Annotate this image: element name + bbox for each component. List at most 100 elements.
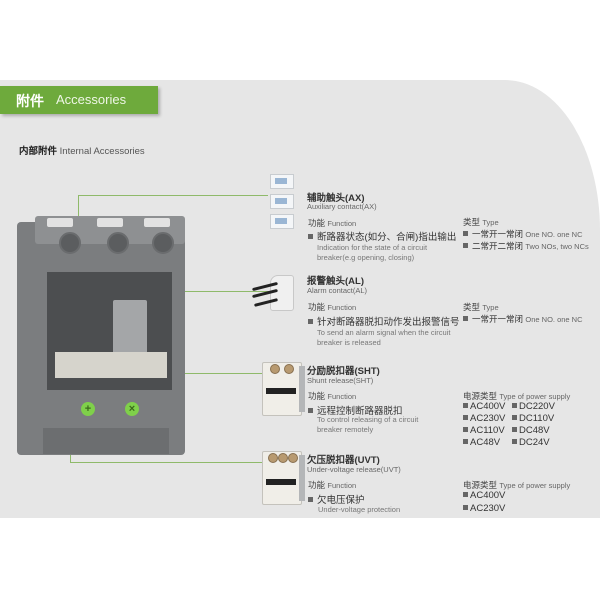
breaker-plate xyxy=(55,352,167,378)
terminal-3 xyxy=(144,218,170,227)
type-label-zh: 类型 xyxy=(463,217,481,227)
al-description: To send an alarm signal when the circuit… xyxy=(317,328,451,347)
alarm-contact-image xyxy=(252,275,300,315)
al-type-label: 类型 Type xyxy=(463,301,499,313)
supply-label-zh: 电源类型 xyxy=(463,391,498,401)
supply-label-en: Type of power supply xyxy=(499,481,571,490)
section-subtitle: 内部附件 Internal Accessories xyxy=(19,143,145,157)
function-label-en: Function xyxy=(327,392,357,401)
uvt-function-label: 功能 Function xyxy=(308,479,356,491)
ax-bullet: 断路器状态(如分、合闸)指出输出 xyxy=(308,229,456,243)
sht-side xyxy=(299,366,305,412)
sht-voltage-dc-4: DC24V xyxy=(512,437,550,448)
type-en: One NO. one NC xyxy=(525,315,583,324)
terminal-hole-2 xyxy=(107,232,129,254)
uvt-knob xyxy=(268,453,278,463)
bullet-square-icon xyxy=(463,403,468,408)
circuit-breaker-image: + × xyxy=(17,216,185,455)
bullet-square-icon xyxy=(463,439,468,444)
bullet-square-icon xyxy=(463,505,468,510)
breaker-handle xyxy=(113,300,147,362)
ax-function-label: 功能 Function xyxy=(308,217,356,229)
uvt-voltage-ac-2: AC230V xyxy=(463,503,505,514)
uvt-label xyxy=(266,479,296,485)
banner-title-zh: 附件 xyxy=(16,93,44,109)
uvt-name-zh: 欠压脱扣器(UVT) xyxy=(307,455,380,466)
banner-title-en: Accessories xyxy=(56,92,127,107)
type-zh: 二常开二常闭 xyxy=(472,241,524,251)
uvt-description: Under-voltage protection xyxy=(318,505,401,514)
function-label-en: Function xyxy=(327,303,357,312)
type-label-en: Type xyxy=(482,218,499,227)
bullet-square-icon xyxy=(308,497,313,502)
section-banner: 附件 Accessories xyxy=(0,86,158,114)
type-en: Two NOs, two NCs xyxy=(525,242,589,251)
sht-bullet-text: 远程控制断路器脱扣 xyxy=(317,406,403,417)
uvt-name-en: Under-voltage release(UVT) xyxy=(307,465,401,474)
al-bullet: 针对断路器脱扣动作发出报警信号 xyxy=(308,314,460,328)
al-bullet-text: 针对断路器脱扣动作发出报警信号 xyxy=(317,317,460,328)
function-label-en: Function xyxy=(327,219,357,228)
uvt-bullet-text: 欠电压保护 xyxy=(317,495,365,506)
voltage-value: AC110V xyxy=(470,425,505,436)
subtitle-zh: 内部附件 xyxy=(19,146,58,157)
al-function-label: 功能 Function xyxy=(308,301,356,313)
function-label-en: Function xyxy=(327,481,357,490)
type-zh: 一常开一常闭 xyxy=(472,314,524,324)
ax-name-en: Auxiliary contact(AX) xyxy=(307,202,377,211)
function-label-zh: 功能 xyxy=(308,391,326,401)
ax-module xyxy=(270,194,294,209)
function-label-zh: 功能 xyxy=(308,218,326,228)
sht-description: To control releasing of a circuit breake… xyxy=(317,415,419,434)
voltage-value: DC110V xyxy=(519,413,555,424)
undervoltage-release-image xyxy=(262,447,308,509)
sht-voltage-ac-3: AC110V xyxy=(463,425,505,436)
ax-name-zh: 辅助触头(AX) xyxy=(307,193,365,204)
ax-type-label: 类型 Type xyxy=(463,216,499,228)
sht-function-label: 功能 Function xyxy=(308,390,356,402)
sht-label xyxy=(266,388,296,394)
connector-line-ax xyxy=(78,195,268,196)
voltage-value: AC400V xyxy=(470,490,506,501)
ax-module xyxy=(270,174,294,189)
terminal-1 xyxy=(47,218,73,227)
voltage-value: DC24V xyxy=(519,437,550,448)
uvt-knob xyxy=(288,453,298,463)
bullet-square-icon xyxy=(463,231,468,236)
bullet-square-icon xyxy=(463,492,468,497)
subtitle-en: Internal Accessories xyxy=(59,146,145,157)
bullet-square-icon xyxy=(463,427,468,432)
bullet-square-icon xyxy=(463,316,468,321)
bullet-square-icon xyxy=(308,319,313,324)
sht-knob xyxy=(284,364,294,374)
bullet-square-icon xyxy=(308,408,313,413)
connector-line-al xyxy=(175,291,275,292)
sht-bullet: 远程控制断路器脱扣 xyxy=(308,403,403,417)
uvt-knob xyxy=(278,453,288,463)
sht-voltage-ac-1: AC400V xyxy=(463,401,505,412)
bullet-square-icon xyxy=(308,234,313,239)
sht-name-zh: 分励脱扣器(SHT) xyxy=(307,366,380,377)
sht-voltage-dc-3: DC48V xyxy=(512,425,550,436)
bullet-square-icon xyxy=(512,403,517,408)
screw-icon: × xyxy=(125,402,139,416)
breaker-bottom xyxy=(43,428,169,454)
bullet-square-icon xyxy=(463,243,468,248)
uvt-supply-label: 电源类型 Type of power supply xyxy=(463,479,570,491)
voltage-value: AC48V xyxy=(470,437,501,448)
connector-line-uvt xyxy=(70,462,265,463)
terminal-2 xyxy=(97,218,123,227)
voltage-value: AC230V xyxy=(470,503,506,514)
bullet-square-icon xyxy=(463,415,468,420)
sht-voltage-ac-2: AC230V xyxy=(463,413,505,424)
al-body xyxy=(270,275,294,311)
sht-knob xyxy=(270,364,280,374)
uvt-bullet: 欠电压保护 xyxy=(308,492,365,506)
voltage-value: DC220V xyxy=(519,401,555,412)
connector-line-sht xyxy=(130,373,265,374)
ax-type-2: 二常开二常闭 Two NOs, two NCs xyxy=(463,240,589,252)
bullet-square-icon xyxy=(512,427,517,432)
voltage-value: AC400V xyxy=(470,401,506,412)
function-label-zh: 功能 xyxy=(308,302,326,312)
ax-type-1: 一常开一常闭 One NO. one NC xyxy=(463,228,583,240)
